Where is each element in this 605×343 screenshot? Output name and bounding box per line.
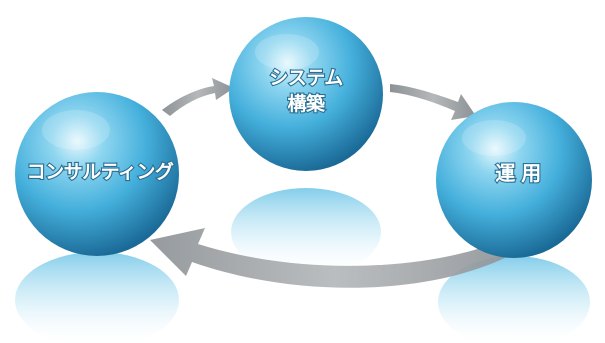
- system-build-label-line1: システム: [269, 67, 343, 89]
- reflection-consulting: [15, 252, 179, 343]
- reflection-system-build: [231, 188, 381, 276]
- operation-label: 運 用: [495, 161, 540, 185]
- sphere-operation: 運 用: [436, 102, 592, 258]
- sphere-consulting: コンサルティング: [15, 92, 179, 256]
- arrow-system-build-to-operation: [390, 84, 476, 120]
- arrow-operation-to-consulting: [150, 228, 520, 288]
- sphere-system-build: システム 構築: [229, 17, 383, 171]
- consulting-label: コンサルティング: [27, 160, 174, 183]
- system-build-label-line2: 構築: [287, 92, 326, 115]
- reflections: [15, 188, 590, 343]
- reflection-operation: [438, 256, 590, 343]
- arrow-consulting-to-system-build: [162, 78, 234, 116]
